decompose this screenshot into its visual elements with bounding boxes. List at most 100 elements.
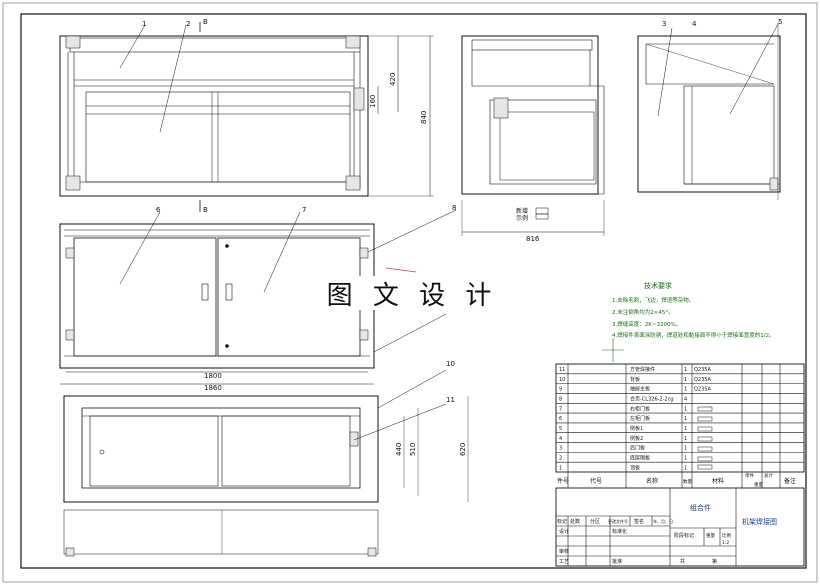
balloon-8: 8 [452,204,456,212]
title-mark: 标记 [557,518,567,525]
bom-header-code: 代号 [590,477,602,485]
title-stage-mark: 阶段标记 [674,532,694,539]
balloon-10: 10 [446,360,455,368]
title-standardize: 标准化 [612,528,627,535]
bom-cell-material: Q235A [694,377,711,383]
tech-note-2: 2.未注倒角均为2×45°。 [612,308,674,316]
bom-cell-qty: 1 [684,465,687,471]
title-change-doc: 更改文件号 [608,518,628,524]
bom-cell-seq: 11 [559,367,565,373]
tech-note-4: 4.焊接件表面涂防锈，焊道处和黏接面不得小于焊接面宽度的1/2。 [612,331,775,339]
legend-item-sample: 示例 [516,214,528,222]
dim-top-upper: 420 [389,73,397,86]
bom-cell-qty: 4 [684,397,687,403]
legend-item-new: 新增 [516,207,528,215]
bom-cell-qty: 1 [684,367,687,373]
side-view-left [461,35,605,236]
dim-top-total: 840 [420,111,428,124]
bom-cell-name: 后门板 [630,445,645,452]
bom-header-remark: 备注 [784,477,796,485]
front-view [59,209,457,385]
bom-cell-material: Q235A [694,367,711,373]
bom-cell-qty: 1 [684,455,687,461]
title-design: 设计 [559,528,569,535]
title-zone: 分区 [590,518,600,525]
side-view-right [637,22,781,200]
bom-cell-name: 方管焊接件 [630,366,655,373]
inner-frame [20,13,807,569]
bom-cell-name: 顶板 [630,464,640,471]
bom-cell-seq: 4 [559,436,562,442]
title-signature: 签名 [634,518,644,525]
title-date: 年、月、日 [653,518,673,524]
bom-cell-name: 底层隔板 [630,454,650,461]
balloon-4: 4 [692,20,697,28]
bom-cell-name: 左柜门板 [630,415,650,422]
bom-cell-seq: 7 [559,406,562,412]
bottom-view-labels: 10 11 440 510 620 [395,360,467,456]
bom-cell-qty: 1 [684,416,687,422]
title-sheet: 第 [712,558,717,565]
balloon-7: 7 [302,206,306,214]
dim-bottom-510: 510 [409,443,417,456]
dim-top-inner: 160 [369,95,377,108]
bom-cell-seq: 2 [559,455,562,461]
bom-cell-seq: 1 [559,465,562,471]
title-process: 工艺 [559,559,569,565]
drawing-title: 机架焊接图 [742,517,777,526]
bom-cell-name: 右柜门板 [630,405,650,412]
bom-cell-qty: 1 [684,406,687,412]
balloon-6: 6 [156,206,161,214]
bom-cell-name: 合页-CL326-2-2cg [630,396,674,403]
title-sheets: 共 [680,558,685,565]
title-assembly: 组合件 [690,503,711,512]
section-mark-bottom: B [203,206,208,214]
crosshair-mark [602,338,624,362]
bom-header-seq: 件号 [557,477,569,485]
title-block [555,487,805,567]
design-watermark: 图 文 设 计 [327,276,491,311]
top-view [59,22,434,212]
bom-cell-qty: 1 [684,377,687,383]
bom-header-weight: 重量 [754,481,763,488]
bom-cell-seq: 5 [559,426,562,432]
bom-cell-seq: 8 [559,397,562,403]
bom-cell-qty: 1 [684,446,687,452]
balloon-2: 2 [186,20,190,28]
bom-header-material: 材料 [712,477,724,485]
bom-table [555,363,805,488]
side-view-left-labels: 新增 示例 816 [516,207,540,243]
bom-cell-seq: 9 [559,387,562,393]
dim-bottom-620: 620 [459,443,467,456]
tech-notes-title: 技术要求 [644,281,672,290]
tech-note-3: 3.焊缝高度：2K~3200%。 [612,320,681,328]
balloon-3: 3 [662,20,666,28]
dim-front-inner: 1800 [204,372,222,380]
tech-note-1: 1.去除毛刺，飞边，焊渣等杂物。 [612,296,694,304]
bom-cell-seq: 10 [559,377,565,383]
bom-cell-qty: 1 [684,387,687,393]
bom-cell-material: Q235A [694,387,711,393]
bom-cell-seq: 3 [559,446,562,452]
title-scale: 比例 [722,532,731,539]
balloon-1: 1 [142,20,146,28]
section-mark-top: B [203,18,208,26]
title-review: 审核 [559,548,569,555]
title-block-text: 组合件 机架焊接图 标记 处数 分区 更改文件号 签名 年、月、日 设计 标准化… [557,503,777,565]
bottom-view [63,369,469,557]
side-view-right-labels: 3 4 5 [662,18,782,28]
dim-bottom-440: 440 [395,443,403,456]
bom-cell-name: 侧板1 [630,425,643,432]
balloon-11: 11 [446,396,455,404]
top-view-labels: 1 2 B B 840 420 160 [142,18,428,214]
bom-cell-name: 抽屉主板 [630,386,650,393]
tech-notes: 技术要求 1.去除毛刺，飞边，焊渣等杂物。 2.未注倒角均为2×45°。 3.焊… [612,281,775,339]
bom-cell-seq: 6 [559,416,562,422]
bom-cell-name: 背板 [630,376,640,383]
bom-header-unit-weight: 单件 [745,472,754,479]
bom-header: 件号 代号 名称 数量 材料 单件 总计 重量 备注 [557,472,796,488]
bom-cell-name: 侧板2 [630,435,643,442]
